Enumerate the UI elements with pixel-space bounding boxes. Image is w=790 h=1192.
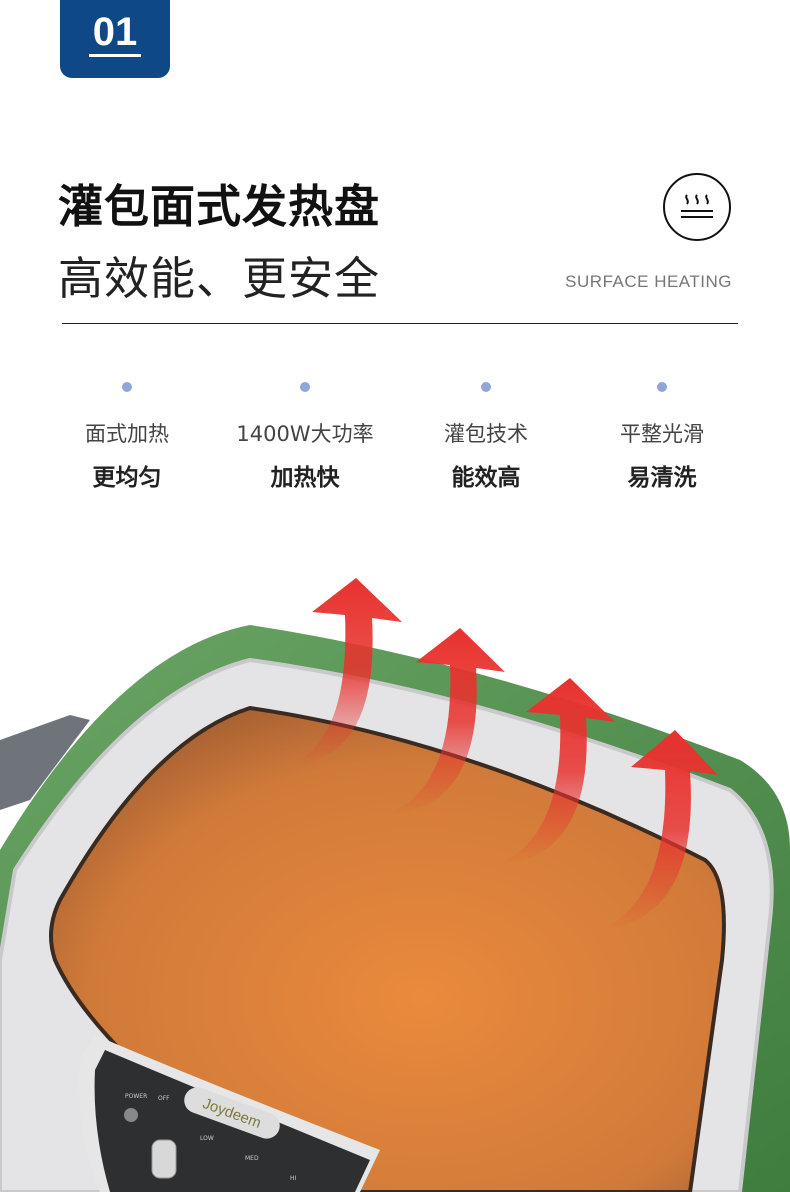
heat-arrow-icon	[385, 628, 505, 815]
page-subtitle: 高效能、更安全	[58, 252, 381, 305]
temperature-slider-knob[interactable]	[151, 1139, 177, 1179]
bullet-dot	[481, 382, 491, 392]
feature-label: 1400W大功率	[236, 422, 374, 446]
heat-arrow-icon	[600, 730, 718, 930]
bullet-dot	[300, 382, 310, 392]
heat-arrow-icon	[290, 578, 402, 765]
page-title: 灌包面式发热盘	[58, 180, 381, 233]
power-label: POWER	[125, 1093, 147, 1100]
english-label: SURFACE HEATING	[565, 272, 732, 291]
heat-arrows	[290, 578, 718, 930]
off-label: OFF	[158, 1095, 170, 1102]
power-button[interactable]	[124, 1108, 138, 1122]
section-number: 01	[89, 12, 141, 57]
feature-item: 1400W大功率加热快	[220, 382, 390, 492]
feature-label: 面式加热	[85, 422, 169, 446]
hi-label: HI	[290, 1175, 297, 1182]
bullet-dot	[657, 382, 667, 392]
left-handle	[0, 715, 90, 810]
section-number-badge: 01	[60, 0, 170, 78]
feature-highlight: 更均匀	[92, 465, 162, 491]
feature-highlight: 能效高	[451, 465, 521, 491]
control-panel: Joydeem POWER OFF LOW MED HI	[79, 1035, 380, 1192]
feature-item: 平整光滑易清洗	[577, 382, 747, 492]
feature-highlight: 加热快	[270, 465, 340, 491]
feature-label: 灌包技术	[444, 422, 528, 446]
feature-highlight: 易清洗	[627, 465, 697, 491]
heat-arrow-icon	[495, 678, 615, 865]
bullet-dot	[122, 382, 132, 392]
feature-item: 面式加热更均匀	[42, 382, 212, 492]
electric-grill-pan-image: Joydeem POWER OFF LOW MED HI	[0, 578, 790, 1192]
surface-heating-icon	[663, 173, 731, 241]
low-label: LOW	[200, 1135, 214, 1142]
feature-item: 灌包技术能效高	[401, 382, 571, 492]
divider	[62, 323, 738, 324]
med-label: MED	[245, 1155, 259, 1162]
feature-label: 平整光滑	[620, 422, 704, 446]
